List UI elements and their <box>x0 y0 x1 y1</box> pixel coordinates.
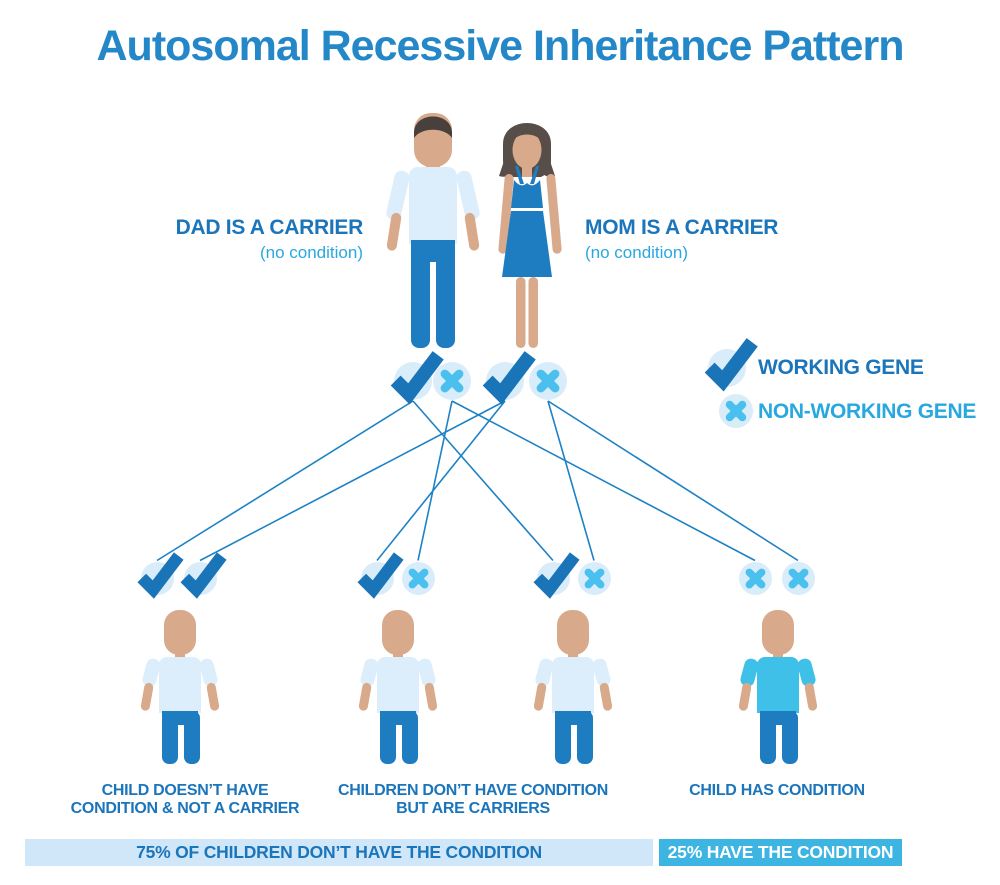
child-1-label-line1: CHILD DOESN’T HAVE <box>101 782 269 799</box>
working-gene-icon <box>137 552 184 599</box>
inheritance-line <box>547 400 799 562</box>
children-2-3-label-line2: BUT ARE CARRIERS <box>396 800 550 817</box>
non-working-gene-icon <box>738 561 772 595</box>
mom-figure <box>498 123 562 348</box>
inheritance-line <box>156 400 414 562</box>
working-gene-icon <box>180 552 227 599</box>
children-2-3-label-line1: CHILDREN DON’T HAVE CONDITION <box>337 782 609 799</box>
child-4-label: CHILD HAS CONDITION <box>622 782 932 800</box>
working-gene-icon <box>533 552 580 599</box>
inheritance-line <box>547 400 595 561</box>
working-gene-icon <box>390 351 444 405</box>
mom-label-main: MOM IS A CARRIER <box>585 216 779 239</box>
children-2-3-label: CHILDREN DON’T HAVE CONDITION BUT ARE CA… <box>318 782 628 818</box>
non-working-gene-icon <box>433 362 471 400</box>
child-figure-2 <box>358 610 438 764</box>
working-gene-icon <box>357 552 404 599</box>
inheritance-line <box>451 400 756 562</box>
working-gene-icon <box>482 351 536 405</box>
dad-label: DAD IS A CARRIER (no condition) <box>175 216 364 263</box>
child-1-label-line2: CONDITION & NOT A CARRIER <box>70 800 300 817</box>
child-figure-1 <box>140 610 220 764</box>
inheritance-line <box>417 400 453 561</box>
child-figure-3 <box>533 610 613 764</box>
legend-non-working-gene-label: NON-WORKING GENE <box>758 400 977 423</box>
non-working-gene-icon <box>529 362 567 400</box>
inheritance-line <box>376 400 506 562</box>
dad-label-sub: (no condition) <box>259 243 363 262</box>
has-condition-percentage-bar: 25% HAVE THE CONDITION <box>659 839 902 866</box>
dad-label-main: DAD IS A CARRIER <box>175 216 364 239</box>
non-working-gene-icon <box>719 394 753 428</box>
dad-figure <box>386 113 480 348</box>
child-1-label: CHILD DOESN’T HAVE CONDITION & NOT A CAR… <box>30 782 340 818</box>
non-working-gene-icon <box>781 561 815 595</box>
working-gene-icon <box>704 338 758 392</box>
mom-label-sub: (no condition) <box>585 243 689 262</box>
non-working-gene-icon <box>577 561 611 595</box>
mom-label: MOM IS A CARRIER (no condition) <box>585 216 778 263</box>
child-4-label-line1: CHILD HAS CONDITION <box>689 782 865 799</box>
inheritance-line <box>412 400 554 562</box>
child-figure-4 <box>738 610 818 764</box>
non-working-gene-icon <box>401 561 435 595</box>
no-condition-percentage-label: 75% OF CHILDREN DON’T HAVE THE CONDITION <box>136 842 542 862</box>
page-title: Autosomal Recessive Inheritance Pattern <box>96 22 905 70</box>
has-condition-percentage-label: 25% HAVE THE CONDITION <box>667 842 894 862</box>
inheritance-line <box>199 400 506 562</box>
no-condition-percentage-bar: 75% OF CHILDREN DON’T HAVE THE CONDITION <box>25 839 653 866</box>
legend-working-gene-label: WORKING GENE <box>758 356 924 379</box>
